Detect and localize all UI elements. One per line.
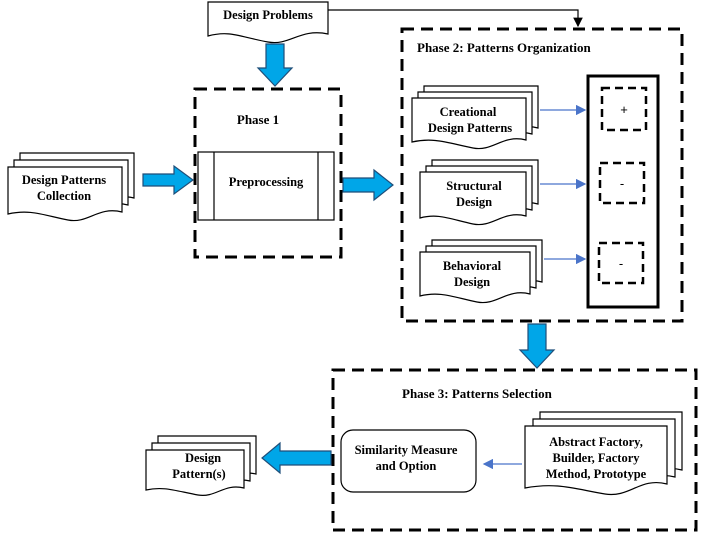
- creational-patterns-doc: Creational Design Patterns: [411, 85, 539, 150]
- behavioral-label-line2: Design: [454, 275, 490, 289]
- candidates-label-line1: Abstract Factory,: [549, 435, 643, 449]
- marker-box-creational: [600, 86, 648, 132]
- arrow-phase2-to-phase3: [518, 323, 556, 369]
- design-problems-doc: Design Problems: [207, 1, 329, 44]
- structural-label-line2: Design: [456, 195, 492, 209]
- creational-label-line1: Creational: [440, 105, 497, 119]
- collection-label-line2: Collection: [37, 189, 91, 203]
- problems-to-phase2-connector: [328, 9, 583, 28]
- candidate-patterns-doc: Abstract Factory, Builder, Factory Metho…: [524, 411, 683, 496]
- structural-design-doc: Structural Design: [419, 159, 539, 226]
- phase2-box: [400, 27, 684, 323]
- structural-label-line1: Structural: [446, 179, 502, 193]
- marker-box-structural: [598, 161, 646, 205]
- marker-creational: +: [620, 102, 628, 117]
- behavioral-design-doc: Behavioral Design: [419, 239, 543, 304]
- behavioral-label-line1: Behavioral: [443, 259, 502, 273]
- similarity-measure-process: Similarity Measure and Option: [340, 429, 477, 493]
- phase3-box: [331, 368, 698, 532]
- arrow-problems-to-phase1: [256, 43, 294, 87]
- output-label-line2: Pattern(s): [172, 467, 225, 481]
- arrow-phase3-to-output: [261, 441, 332, 475]
- arrow-collection-to-phase1: [142, 164, 195, 196]
- similarity-label-line2: and Option: [376, 459, 437, 473]
- similarity-label-line1: Similarity Measure: [355, 443, 458, 457]
- phase1-box: [193, 87, 343, 259]
- phase2-title: Phase 2: Patterns Organization: [417, 40, 591, 55]
- output-label-line1: Design: [185, 451, 221, 465]
- candidates-label-line3: Method, Prototype: [546, 467, 647, 481]
- marker-box-behavioral: [597, 241, 645, 285]
- phase3-title: Phase 3: Patterns Selection: [402, 386, 553, 401]
- creational-label-line2: Design Patterns: [428, 121, 512, 135]
- collection-label-line1: Design Patterns: [22, 173, 106, 187]
- candidates-label-line2: Builder, Factory: [552, 451, 640, 465]
- preprocessing-label: Preprocessing: [229, 175, 304, 189]
- design-problems-label: Design Problems: [223, 8, 313, 22]
- preprocessing-process: Preprocessing: [197, 151, 335, 221]
- arrow-phase1-to-phase2: [342, 168, 394, 202]
- design-patterns-collection-doc: Design Patterns Collection: [7, 152, 135, 222]
- marker-structural: -: [620, 176, 624, 191]
- phase1-title: Phase 1: [237, 112, 279, 127]
- output-design-patterns-doc: Design Pattern(s): [145, 435, 257, 496]
- marker-behavioral: -: [619, 256, 623, 271]
